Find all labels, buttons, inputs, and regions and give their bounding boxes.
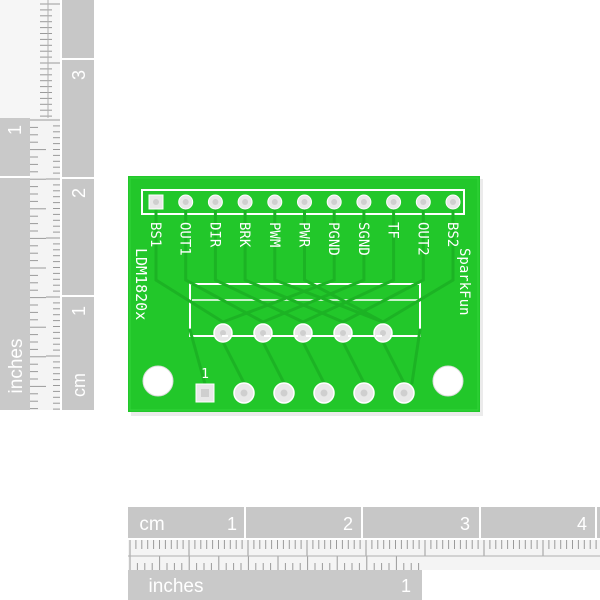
cm-number: 2 [343,514,353,534]
inches-number: 1 [5,125,25,135]
cm-number: 1 [69,306,89,316]
inches-label: inches [6,339,27,394]
vertical-ruler: 3 2 1 cm 1 inches [0,0,94,410]
cm-number: 3 [460,514,470,534]
pin-label: BRK [236,222,252,248]
cm-strip [62,0,94,410]
inches-number: 1 [401,576,411,596]
inches-strip [0,118,30,410]
pin-label: BS1 [147,222,163,247]
pin-label: BS2 [444,222,460,247]
horizontal-ruler: cm 1 2 3 4 inches 1 [128,507,600,600]
part-name: LDM1820x [132,248,150,320]
pin-label: OUT2 [414,222,430,256]
cm-number: 3 [69,70,89,80]
pin-label: OUT1 [177,222,193,256]
cm-number: 2 [69,188,89,198]
cm-strip [128,507,600,538]
pin-label: DIR [206,222,222,248]
cm-label: cm [69,373,89,397]
pin-label: PWM [266,222,282,247]
brand-name: SparkFun [456,248,472,315]
cm-number: 1 [227,514,237,534]
pin-label: TF [385,222,401,239]
pin-label: PWR [296,222,312,248]
cm-number: 4 [577,514,587,534]
mounting-hole-left [142,365,174,397]
pin-label: SGND [355,222,371,256]
inches-label: inches [149,576,204,597]
mounting-hole-right [432,365,464,397]
cm-label: cm [139,514,164,535]
pin1-marker: 1 [201,367,209,382]
inches-strip [128,570,424,600]
breakout-board: BS1 OUT1 DIR BRK PWM PWR PGND SGND TF OUT2 BS2 1 L… [128,176,483,416]
pin-label: PGND [325,222,341,256]
